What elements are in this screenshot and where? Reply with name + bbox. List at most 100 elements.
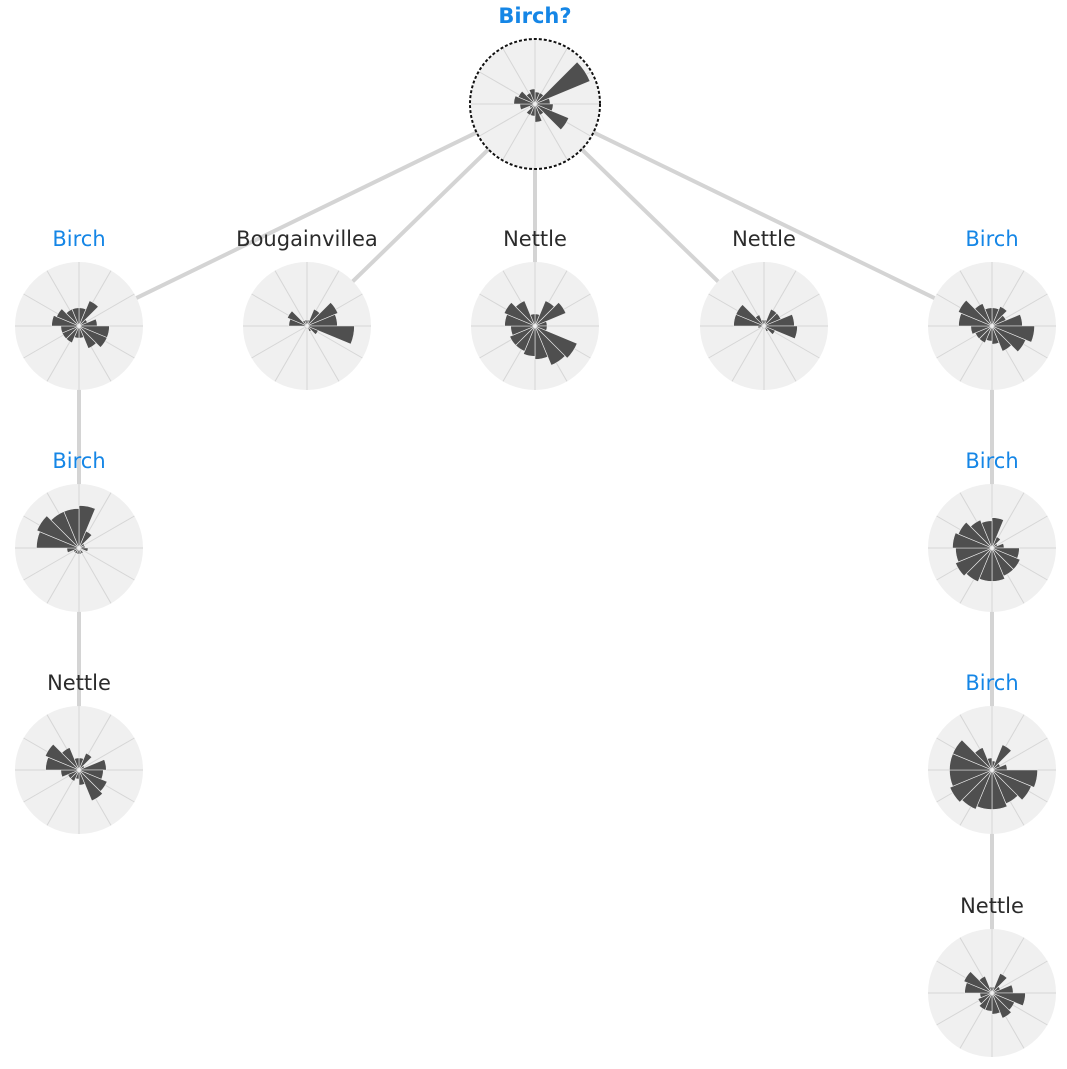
rose-petal xyxy=(949,769,993,803)
rose-petal xyxy=(44,743,80,771)
rose-petal xyxy=(61,747,80,771)
node-label: Birch xyxy=(965,671,1018,695)
node-label: Birch xyxy=(965,227,1018,251)
rose-petal xyxy=(78,325,108,348)
rose-petal xyxy=(306,325,355,345)
rose-petal xyxy=(78,505,96,549)
rose-gridline xyxy=(306,325,340,382)
rose-petal xyxy=(957,521,993,549)
rose-petal xyxy=(991,305,1008,327)
rose-petal xyxy=(78,759,107,771)
rose-petal xyxy=(977,992,993,1005)
rose-petal xyxy=(517,90,536,105)
node-label: Nettle xyxy=(47,671,111,695)
rose-petal xyxy=(503,301,536,327)
pollen-node xyxy=(15,484,143,612)
rose-gridline xyxy=(78,737,135,771)
rose-gridline xyxy=(991,737,1048,771)
rose-petal xyxy=(989,986,993,994)
rose-petal xyxy=(71,307,80,327)
root-node-label: Birch? xyxy=(498,4,571,28)
root-edge-3 xyxy=(578,146,721,284)
rose-petal xyxy=(534,325,578,359)
rose-gridline xyxy=(46,547,80,604)
rose-petal xyxy=(306,301,339,327)
node-label: Bougainvillea xyxy=(236,227,378,251)
rose-petal xyxy=(534,61,591,105)
node-label: Nettle xyxy=(960,894,1024,918)
root-edge-4 xyxy=(590,129,937,301)
rose-gridline xyxy=(991,515,1048,549)
rose-gridline xyxy=(708,325,765,359)
rose-gridline xyxy=(78,547,135,581)
rose-petal xyxy=(991,769,1032,801)
rose-petal xyxy=(974,747,993,771)
edge-layer xyxy=(77,129,994,931)
rose-petal xyxy=(78,752,93,771)
rose-gridline xyxy=(731,325,765,382)
rose-petal xyxy=(78,769,86,786)
rose-gridline xyxy=(274,270,308,327)
rose-petal xyxy=(991,325,1012,352)
node-label: Birch xyxy=(52,227,105,251)
rose-petal xyxy=(36,515,80,549)
rose-gridline xyxy=(274,325,308,382)
pollen-node xyxy=(928,706,1056,834)
rose-petal xyxy=(306,325,319,336)
rose-petal xyxy=(991,325,1000,345)
rose-petal xyxy=(761,319,765,327)
rose-petal xyxy=(534,103,570,131)
rose-gridline xyxy=(991,960,1048,994)
rose-petal xyxy=(63,508,80,549)
pollen-node xyxy=(471,262,599,390)
rose-petal xyxy=(991,769,1038,788)
pollen-node xyxy=(700,262,828,390)
rose-petal xyxy=(986,757,993,771)
selected-ring xyxy=(469,38,601,170)
rose-petal xyxy=(991,325,1035,343)
pollen-node xyxy=(243,262,371,390)
rose-gridline xyxy=(251,325,308,359)
node-label: Birch xyxy=(52,449,105,473)
rose-petal xyxy=(78,769,104,802)
root-node xyxy=(469,38,601,170)
rose-petal xyxy=(978,992,993,1011)
rose-petal xyxy=(528,88,536,105)
rose-petal xyxy=(981,520,993,549)
rose-petal xyxy=(970,519,993,549)
rose-petal xyxy=(991,992,1012,1019)
root-edge-0 xyxy=(134,130,480,300)
node-label: Nettle xyxy=(732,227,796,251)
rose-petal xyxy=(963,971,993,994)
rose-petal xyxy=(56,308,80,327)
rose-petal xyxy=(754,314,765,327)
rose-petal xyxy=(509,325,536,346)
pollen-node xyxy=(15,706,143,834)
pollen-node xyxy=(15,262,143,390)
rose-petal xyxy=(525,103,536,116)
rose-gridline xyxy=(23,547,80,581)
rose-petal xyxy=(286,310,308,327)
rose-petal xyxy=(991,325,1027,353)
rose-petal xyxy=(78,300,99,327)
rose-petal xyxy=(534,325,549,360)
rose-petal xyxy=(991,744,1012,771)
node-label: Birch xyxy=(965,449,1018,473)
rose-petal xyxy=(529,313,536,327)
rose-gridline xyxy=(78,547,112,604)
rose-petal xyxy=(952,739,993,771)
root-edge-1 xyxy=(350,146,492,284)
rose-petal xyxy=(534,103,543,123)
rose-petal xyxy=(515,300,536,327)
rose-petal xyxy=(306,325,312,333)
rose-petal xyxy=(978,975,993,994)
rose-petal xyxy=(78,530,93,549)
rose-petal xyxy=(991,992,1001,1015)
pollen-node xyxy=(928,262,1056,390)
rose-petal xyxy=(957,299,993,327)
pollen-node xyxy=(928,484,1056,612)
node-label: Nettle xyxy=(503,227,567,251)
rose-petal xyxy=(73,757,80,771)
